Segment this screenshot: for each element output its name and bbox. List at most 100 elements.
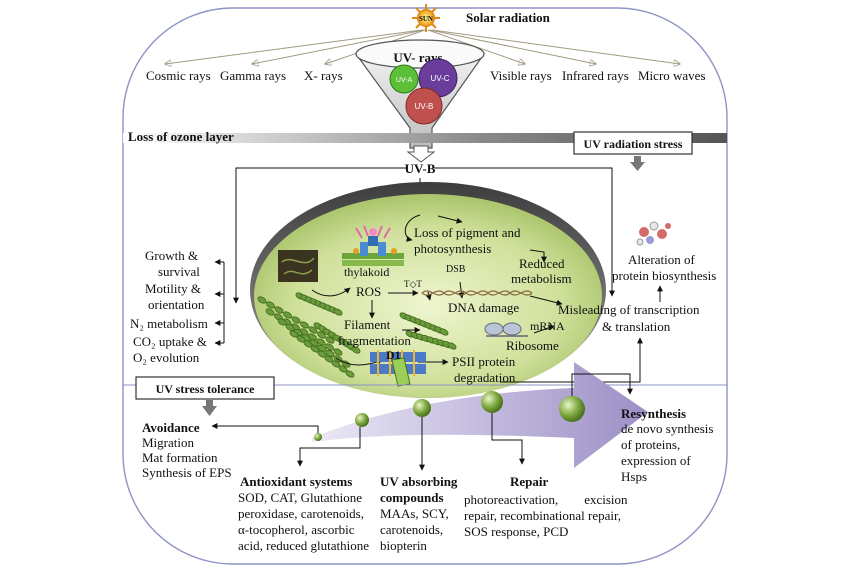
tolerance-down-arrow <box>202 400 217 416</box>
uv-stress-tolerance-label: UV stress tolerance <box>156 382 256 396</box>
filament-bead <box>333 308 343 316</box>
filament-bead <box>285 323 295 331</box>
resynthesis-line: of proteins, <box>621 437 680 452</box>
repair-line: repair, recombinational repair, <box>464 508 621 523</box>
o2-evolution-label: O₂ evolution <box>133 350 200 365</box>
misleading-label-2: & translation <box>602 319 671 334</box>
filament-bead <box>282 311 293 319</box>
effect-arrows <box>214 259 224 346</box>
uv-absorbing-line: biopterin <box>380 538 427 553</box>
uv-absorbing-line: carotenoids, <box>380 522 443 537</box>
tolerance-markers <box>314 391 585 441</box>
avoidance-title: Avoidance <box>142 420 200 435</box>
antioxidant-line: peroxidase, carotenoids, <box>238 506 364 521</box>
n2-metabolism-label: N₂ metabolism <box>130 316 208 331</box>
filament-bead <box>257 296 267 304</box>
dna-strand <box>421 290 533 296</box>
protein-structure-icon <box>636 221 671 246</box>
uv-absorbing-line: MAAs, SCY, <box>380 506 449 521</box>
reduced-metabolism-label-2: metabolism <box>511 271 572 286</box>
avoidance-item: Synthesis of EPS <box>142 465 232 480</box>
reduced-metabolism-label-1: Reduced <box>519 256 565 271</box>
filament-label-1: Filament <box>344 317 391 332</box>
tolerance-curved-arrow <box>312 362 648 468</box>
psii-label-2: degradation <box>454 370 516 385</box>
sun-icon: SUN <box>412 4 440 32</box>
motility-label-1: Motility & <box>145 281 201 296</box>
filament-bead <box>265 308 275 316</box>
uv-c-label: UV-C <box>430 74 449 83</box>
uv-b-ball <box>405 87 443 125</box>
uv-b-ball-label: UV-B <box>415 102 434 111</box>
right-flow-arrows <box>500 285 663 383</box>
thylakoid-complex <box>342 225 404 266</box>
x-rays-label: X- rays <box>304 68 343 83</box>
co2-uptake-label: CO₂ uptake & <box>133 334 207 349</box>
antioxidant-line: α-tocopherol, ascorbic <box>238 522 355 537</box>
antioxidant-line: acid, reduced glutathione <box>238 538 369 553</box>
repair-line: SOS response, PCD <box>464 524 568 539</box>
thylakoid-label: thylakoid <box>344 265 389 279</box>
micro-waves-label: Micro waves <box>638 68 706 83</box>
uv-a-ball <box>389 64 419 94</box>
avoidance-item: Mat formation <box>142 450 218 465</box>
stress-down-arrow <box>630 156 645 171</box>
filament-bead <box>333 348 343 356</box>
filament-bead <box>324 343 335 351</box>
visible-rays-label: Visible rays <box>490 68 552 83</box>
resynthesis-line: Hsps <box>621 469 647 484</box>
filament-bead <box>439 328 449 336</box>
solar-radiation-title: Solar radiation <box>466 10 551 25</box>
filament-bead <box>308 326 318 334</box>
growth-label-2: survival <box>158 264 200 279</box>
alteration-label-2: protein biosynthesis <box>612 268 716 283</box>
filament-bead <box>299 321 310 329</box>
ribosome-label: Ribosome <box>506 338 559 353</box>
filament-bead <box>345 370 355 378</box>
uv-radiation-stress-label: UV radiation stress <box>584 137 683 151</box>
ozone-band <box>123 133 727 143</box>
resynthesis-line: de novo synthesis <box>621 421 713 436</box>
uv-stress-tolerance-box <box>135 376 275 400</box>
uvb-label: UV-B <box>405 161 436 176</box>
filament-bead <box>274 306 284 314</box>
ros-label: ROS <box>356 284 381 299</box>
tolerance-arrows <box>211 373 633 471</box>
antioxidant-title: Antioxidant systems <box>240 474 352 489</box>
antioxidant-line: SOD, CAT, Glutathione <box>238 490 362 505</box>
dsb-label: DSB <box>446 264 466 275</box>
cyanobacterial-cell <box>250 182 606 398</box>
d1-label: D1 <box>386 348 401 362</box>
uv-absorbing-title-1: UV absorbing <box>380 474 458 489</box>
micrograph-image <box>278 250 318 282</box>
dna-damage-label: DNA damage <box>448 300 519 315</box>
thymine-dimer-label: T◇T <box>404 279 422 289</box>
psii-label-1: PSII protein <box>452 354 516 369</box>
filament-chains <box>257 292 457 378</box>
mrna-label: mRNA <box>530 319 565 333</box>
uv-radiation-stress-box <box>573 131 693 155</box>
uv-absorbing-title-2: compounds <box>380 490 444 505</box>
ozone-loss-label: Loss of ozone layer <box>128 129 234 144</box>
resynthesis-title: Resynthesis <box>621 406 686 421</box>
growth-label-1: Growth & <box>145 248 198 263</box>
resynthesis-line: expression of <box>621 453 691 468</box>
d1-protein-icon <box>370 350 426 387</box>
misleading-label-1: Misleading of transcription <box>558 302 700 317</box>
infrared-rays-label: Infrared rays <box>562 68 629 83</box>
ray-arrows <box>165 29 680 64</box>
repair-title: Repair <box>510 474 549 489</box>
filament-bead <box>447 342 457 350</box>
gamma-rays-label: Gamma rays <box>220 68 286 83</box>
filament-bead <box>265 301 276 309</box>
uvb-down-arrow <box>406 145 436 163</box>
repair-line: photoreactivation, excision <box>464 492 628 507</box>
filament-label-2: fragmentation <box>338 333 411 348</box>
filament-bead <box>277 318 287 326</box>
filament-bead <box>291 316 301 324</box>
filament-bead <box>351 346 361 354</box>
cosmic-rays-label: Cosmic rays <box>146 68 211 83</box>
alteration-label-1: Alteration of <box>628 252 695 267</box>
pigment-loss-label-2: photosynthesis <box>414 241 491 256</box>
